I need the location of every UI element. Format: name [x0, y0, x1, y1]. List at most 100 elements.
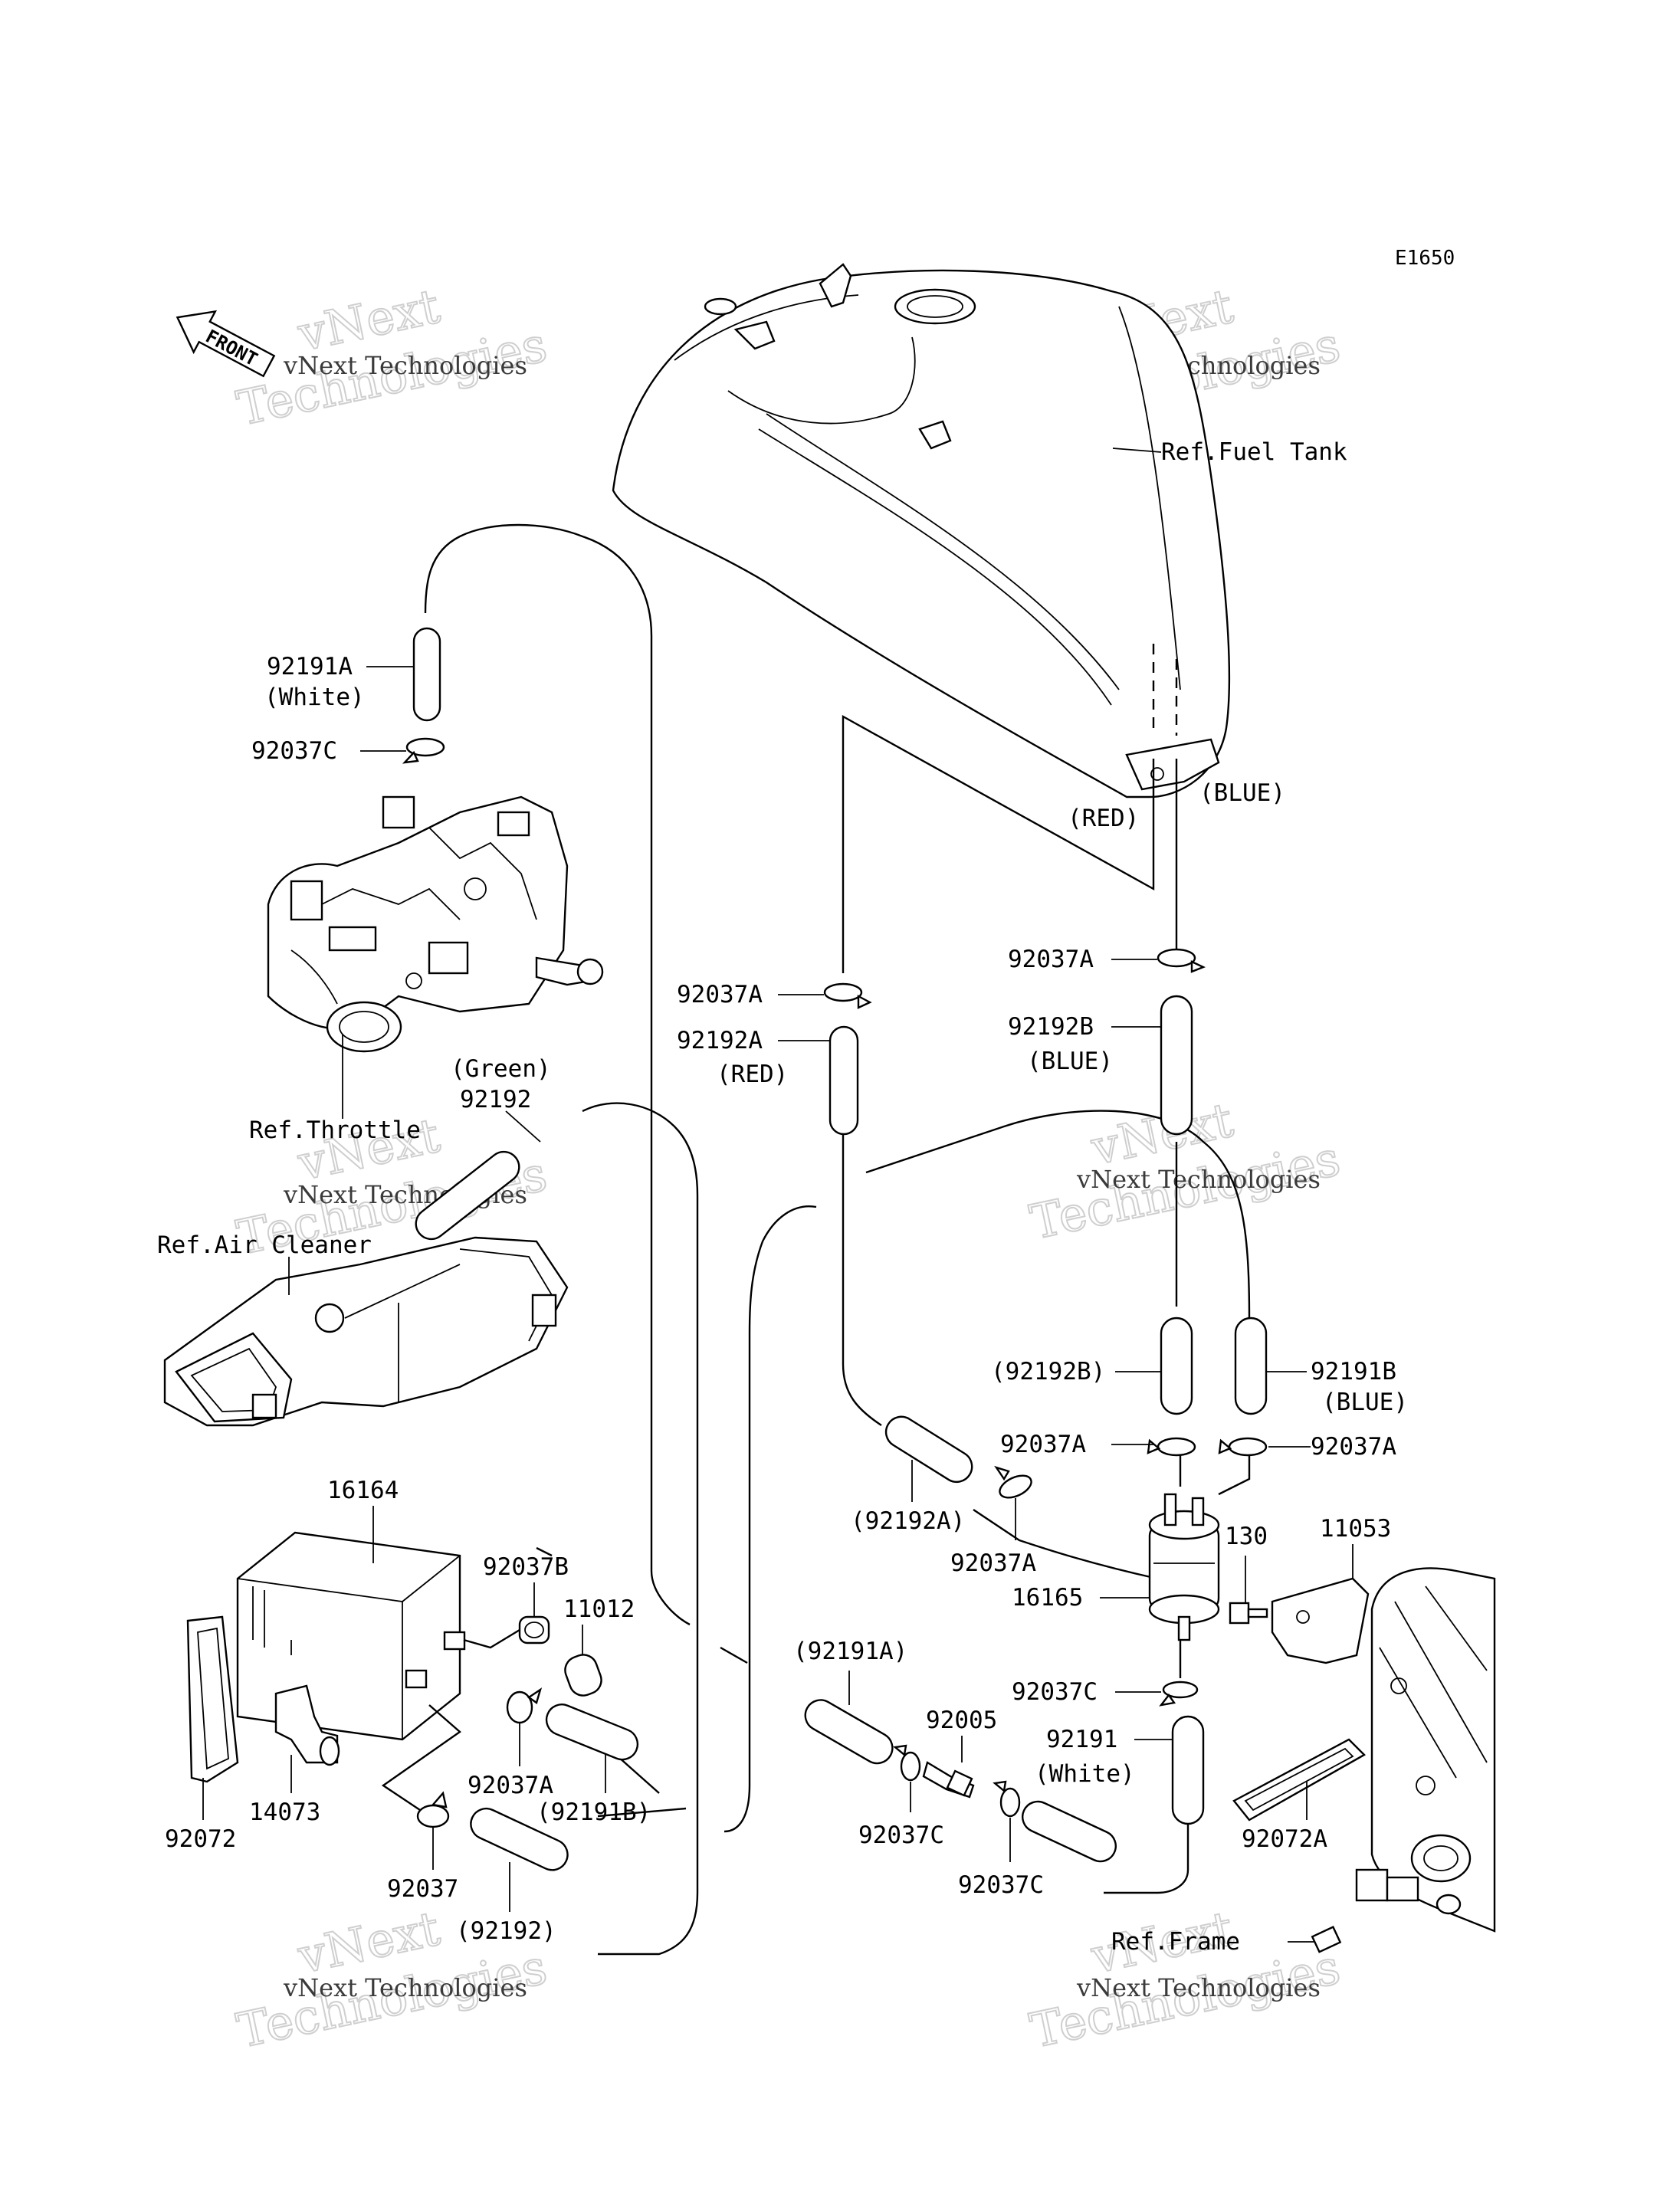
hose-92191B-lower: [545, 1703, 639, 1761]
p92191A-par-label: (92191A): [793, 1638, 907, 1665]
hose-92192B-lower: [1160, 1317, 1193, 1415]
ref-air-cleaner: Ref.Air Cleaner: [157, 1231, 372, 1259]
p92192-leader: [505, 1110, 541, 1143]
clamp-92037A-lower: [994, 1465, 1032, 1499]
p11012-label: 11012: [563, 1595, 635, 1623]
white-1-label: (White): [264, 684, 365, 711]
p92005-label: 92005: [926, 1707, 997, 1734]
watermark-small: vNext Technologies: [1076, 1165, 1321, 1194]
canister-16164: [236, 1531, 466, 1741]
p92192-par-label: (92192): [456, 1917, 556, 1945]
air-cleaner: [163, 1236, 569, 1427]
p92191-label: 92191: [1046, 1726, 1117, 1753]
clamp-92037C-low2: [993, 1780, 1021, 1818]
p92037C-top-label: 92037C: [251, 737, 337, 765]
clamp-92037A-canister: [506, 1687, 543, 1724]
plug-11012: [564, 1654, 602, 1697]
hose-92191-white: [1171, 1715, 1205, 1825]
band-92072: [186, 1615, 239, 1783]
p92072A-label: 92072A: [1242, 1825, 1327, 1853]
hose-92192-bottom: [470, 1807, 569, 1871]
ref-fuel-tank-leader: [1112, 448, 1162, 453]
frame-fitting: [1311, 1926, 1342, 1953]
p92037A-low-label: 92037A: [950, 1549, 1036, 1577]
watermark-small: vNext Technologies: [283, 1973, 527, 2002]
clamp-92037C-low1: [893, 1744, 921, 1782]
hose-route-dash: [720, 1646, 748, 1664]
p16164-label: 16164: [327, 1477, 399, 1504]
p14073-label: 14073: [249, 1799, 320, 1826]
clamp-92037: [416, 1791, 450, 1828]
route-92037B: [463, 1628, 520, 1649]
p130-label: 130: [1225, 1523, 1268, 1550]
p92037C-low2-label: 92037C: [958, 1871, 1044, 1899]
bracket-11053: [1271, 1577, 1370, 1664]
fitting-92005: [922, 1761, 975, 1799]
white-2-label: (White): [1035, 1760, 1135, 1788]
p92191B-par-label: (92191B): [536, 1799, 651, 1826]
p92037C-low1-label: 92037C: [858, 1822, 944, 1849]
fuel-filter-16165: [1148, 1493, 1220, 1641]
watermark-bottom-right: vNext Technologies vNext Technologies: [1025, 1900, 1346, 2060]
band-92072A: [1232, 1738, 1366, 1822]
clamp-92037A-filter-left: [1147, 1437, 1196, 1457]
red-2-label: (RED): [717, 1061, 788, 1088]
ref-frame: Ref.Frame: [1111, 1928, 1240, 1956]
frame-section: [1355, 1567, 1496, 1933]
route-92192-end: [597, 1807, 687, 1818]
clamp-92037A-filter-right: [1218, 1437, 1268, 1457]
p92192A-par-label: (92192A): [851, 1507, 965, 1535]
hose-route-red-lower: [842, 1134, 882, 1426]
front-arrow: FRONT: [176, 310, 276, 378]
p92037A-mid-label: 92037A: [677, 981, 763, 1008]
blue-3-label: (BLUE): [1322, 1389, 1408, 1416]
bracket-14073: [274, 1684, 340, 1766]
p92192B-label: 92192B: [1008, 1013, 1094, 1041]
ref-throttle: Ref.Throttle: [249, 1117, 421, 1144]
p92072-label: 92072: [165, 1825, 236, 1853]
hose-route-left-loop: [424, 523, 691, 1626]
clamp-92037B: [518, 1615, 550, 1644]
clamp-92037A-right: [1157, 948, 1206, 973]
bolt-130: [1229, 1602, 1268, 1625]
hose-route-blue-loop: [865, 1110, 1251, 1319]
hose-route-red: [842, 714, 1155, 973]
green-label: (Green): [451, 1055, 551, 1083]
hose-92192B: [1160, 995, 1193, 1136]
p92037A-fr-label: 92037A: [1311, 1433, 1396, 1461]
red-tank-label: (RED): [1068, 805, 1139, 832]
hose-route-center: [724, 1205, 817, 1833]
p92191A-label: 92191A: [267, 653, 353, 680]
route-stub: [536, 1546, 553, 1557]
hose-92192A: [829, 1025, 859, 1136]
p92037B-label: 92037B: [483, 1553, 569, 1581]
hose-route-white: [1104, 1816, 1189, 1894]
p92192B-par-label: (92192B): [991, 1358, 1105, 1385]
p92191B-label: 92191B: [1311, 1358, 1396, 1385]
p92192A-label: 92192A: [677, 1027, 763, 1054]
p92037A-fl-label: 92037A: [1000, 1431, 1086, 1458]
blue-tank-label: (BLUE): [1199, 779, 1285, 807]
hose-92191A-lower: [804, 1699, 894, 1765]
p92037A-right-label: 92037A: [1008, 946, 1094, 973]
throttle-body: [267, 795, 604, 1053]
fuel-tank: [612, 263, 1231, 798]
p16165-label: 16165: [1012, 1584, 1083, 1612]
clamp-92037C-mid: [1159, 1681, 1199, 1707]
hose-white-lower: [1022, 1800, 1117, 1863]
diagram-code: E1650: [1395, 247, 1455, 270]
watermark-small: vNext Technologies: [1076, 1973, 1321, 2002]
clamp-92037C-top: [402, 737, 445, 764]
hose-route-green: [582, 1102, 699, 1956]
hose-92192A-lower: [884, 1415, 973, 1484]
watermark-top-left: vNext Technologies vNext Technologies: [231, 277, 553, 438]
watermark-small: vNext Technologies: [283, 351, 527, 380]
hose-92191A: [412, 627, 441, 722]
p92037A-can-label: 92037A: [468, 1772, 553, 1799]
p92037C-mid-label: 92037C: [1012, 1678, 1098, 1706]
p92192-label: 92192: [460, 1086, 531, 1113]
p11053-label: 11053: [1320, 1515, 1391, 1543]
hose-92192-green: [415, 1150, 520, 1241]
